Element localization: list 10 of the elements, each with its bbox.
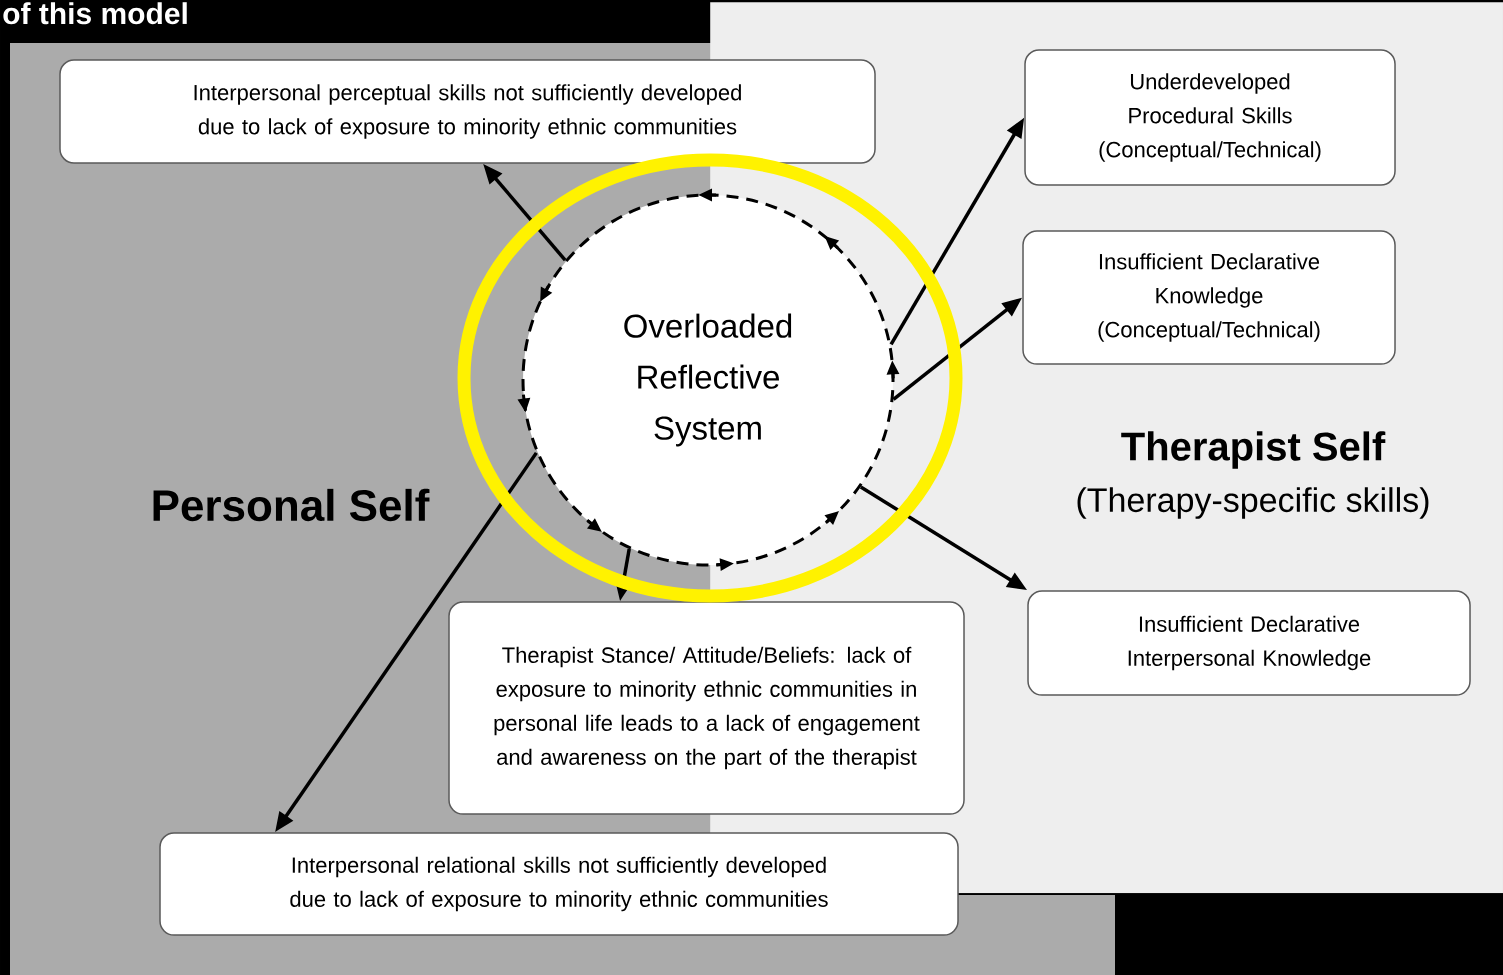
text-box: Interpersonal perceptual skills not sufficiently developed due to lack of exposure to minority ethnic communities	[59, 59, 876, 164]
panel-heading: Therapist Self	[1121, 431, 1386, 469]
panel-subheading: (Therapy-specific skills)	[1077, 487, 1429, 519]
panel-heading: Personal Self	[153, 488, 430, 522]
text-box: Insufficient Declarative Interpersonal Knowledge	[1027, 590, 1471, 696]
text-box: Underdeveloped Procedural Skills (Conceptual/Technical)	[1024, 49, 1396, 186]
heading-fragment: of this model	[3, 2, 187, 25]
text-box: Interpersonal relational skills not sufficiently developed due to lack of exposure to minority ethnic communities	[159, 832, 959, 936]
text-box: Insufficient Declarative Knowledge (Conceptual/Technical)	[1022, 230, 1396, 365]
text-box: Therapist Stance/ Attitude/Beliefs: lack of exposure to minority ethnic communities in personal life leads to a lack of engagement and awareness on the part of the therapist	[448, 601, 965, 815]
